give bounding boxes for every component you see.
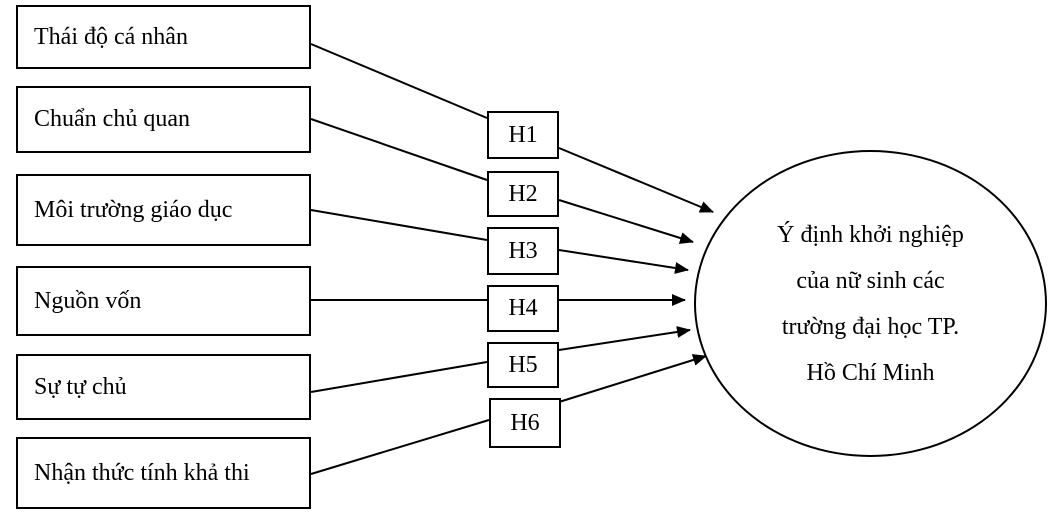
hypothesis-label: H3 bbox=[508, 237, 538, 264]
factor-box-attitude: Thái độ cá nhân bbox=[16, 5, 311, 69]
line-factor3-h3 bbox=[310, 209, 488, 241]
arrow-h5-outcome bbox=[558, 326, 691, 351]
hypothesis-label: H1 bbox=[508, 121, 538, 148]
outcome-line: của nữ sinh các bbox=[796, 267, 945, 294]
hypothesis-box-h2: H2 bbox=[487, 171, 559, 217]
factor-box-perceived-feasibility: Nhận thức tính khả thi bbox=[16, 437, 311, 509]
factor-box-capital: Nguồn vốn bbox=[16, 266, 311, 336]
factor-label: Chuẩn chủ quan bbox=[34, 106, 190, 132]
outcome-line: Hồ Chí Minh bbox=[806, 359, 935, 386]
arrow-h6-outcome bbox=[558, 354, 707, 403]
hypothesis-label: H4 bbox=[508, 295, 538, 321]
hypothesis-box-h1: H1 bbox=[487, 111, 559, 159]
hypothesis-label: H2 bbox=[508, 180, 538, 207]
factor-label: Nhận thức tính khả thi bbox=[34, 459, 250, 486]
hypothesis-box-h6: H6 bbox=[489, 398, 561, 448]
factor-box-subjective-norm: Chuẩn chủ quan bbox=[16, 86, 311, 153]
arrow-h1-outcome bbox=[558, 147, 714, 213]
hypothesis-label: H6 bbox=[510, 409, 540, 436]
factor-label: Nguồn vốn bbox=[34, 287, 142, 314]
line-factor6-h6 bbox=[310, 419, 490, 475]
line-factor1-h1 bbox=[310, 43, 488, 119]
hypothesis-label: H5 bbox=[508, 351, 538, 378]
hypothesis-box-h4: H4 bbox=[487, 285, 559, 332]
outcome-line: Ý định khởi nghiệp bbox=[777, 221, 964, 248]
outcome-ellipse: Ý định khởi nghiệp của nữ sinh các trườn… bbox=[694, 150, 1047, 457]
arrow-h3-outcome bbox=[558, 249, 689, 274]
factor-box-education-environment: Môi trường giáo dục bbox=[16, 174, 311, 246]
hypothesis-box-h5: H5 bbox=[487, 342, 559, 388]
factor-label: Thái độ cá nhân bbox=[34, 23, 188, 50]
line-factor5-h5 bbox=[310, 361, 488, 393]
line-factor2-h2 bbox=[310, 118, 488, 181]
outcome-line: trường đại học TP. bbox=[781, 313, 960, 340]
factor-box-autonomy: Sự tự chủ bbox=[16, 354, 311, 420]
hypothesis-box-h3: H3 bbox=[487, 227, 559, 275]
factor-label: Môi trường giáo dục bbox=[34, 196, 233, 223]
arrow-h2-outcome bbox=[558, 199, 694, 244]
factor-label: Sự tự chủ bbox=[34, 373, 127, 400]
